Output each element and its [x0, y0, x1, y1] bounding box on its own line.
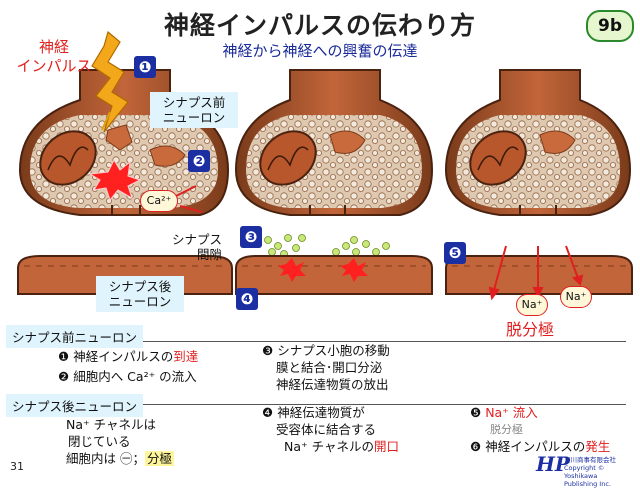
- calcium-burst-icon: [88, 158, 142, 202]
- step-3-text: ❸ シナプス小胞の移動 膜と結合･開口分泌 神経伝達物質の放出: [262, 342, 390, 393]
- step-4-text: ❹ 神経伝達物質が 受容体に結合する Na⁺ チャネルの開口: [262, 404, 399, 455]
- mitochondrion-icon: [469, 130, 527, 186]
- depolarization-label: 脱分極: [506, 320, 555, 339]
- calcium-arrow: [179, 205, 203, 213]
- logo-line2: Copyright © Yoshikawa: [564, 464, 605, 480]
- cleft-label-line1: シナプス: [171, 232, 222, 247]
- pre-step-1-number: ❶: [58, 349, 70, 364]
- page-number: 31: [10, 460, 24, 473]
- postsynaptic-label-line2: ニューロン: [108, 294, 172, 309]
- step-5-number: ❺: [470, 405, 482, 420]
- step-4-line2: 受容体に結合する: [276, 422, 377, 437]
- presynaptic-terminal-2: [234, 69, 434, 216]
- post-section-label: シナプス後ニューロン: [6, 394, 144, 417]
- calcium-arrow: [175, 185, 197, 197]
- publisher-logo: HP 吉川商事有限会社 Copyright © Yoshikawa Publis…: [536, 452, 636, 488]
- logo-text: 吉川商事有限会社 Copyright © Yoshikawa Publishin…: [564, 456, 636, 488]
- step-3-marker: ❸: [240, 226, 262, 248]
- step-4-line1: 神経伝達物質が: [277, 405, 365, 420]
- postsynaptic-membrane-2: [235, 255, 433, 295]
- receptor-burst-icon: [278, 258, 306, 282]
- mitochondrion-icon: [39, 130, 97, 186]
- slide-badge: 9b: [586, 10, 634, 42]
- cleft-label-line2: 間隙: [196, 247, 222, 262]
- impulse-lightning-icon: [91, 30, 129, 133]
- polarization-highlight: 分極: [144, 451, 174, 466]
- pre-section-label: シナプス前ニューロン: [6, 325, 144, 348]
- sodium-ion: Na⁺: [516, 294, 548, 316]
- receptor-burst-icon: [340, 258, 368, 282]
- step-3-line1: シナプス小胞の移動: [277, 343, 390, 358]
- step-2-marker: ❷: [188, 150, 210, 172]
- post-resting-line1: Na⁺ チャネルは: [66, 417, 156, 432]
- impulse-label-line2: インパルス: [16, 57, 92, 75]
- step-6-text: 神経インパルスの: [485, 439, 586, 454]
- pre-step-1-highlight: 到達: [173, 349, 199, 364]
- presynaptic-label: シナプス前 ニューロン: [150, 92, 238, 128]
- postsynaptic-label-line1: シナプス後: [108, 279, 172, 294]
- presynaptic-label-line2: ニューロン: [162, 110, 226, 125]
- page-subtitle: 神経から神経への興奮の伝達: [222, 42, 418, 60]
- step-3-line3: 神経伝達物質の放出: [276, 377, 389, 392]
- step-6-number: ❻: [470, 439, 482, 454]
- step-4-highlight: 開口: [373, 439, 399, 454]
- step-5-marker: ❺: [444, 242, 466, 264]
- logo-line3: Publishing Inc.: [564, 480, 611, 488]
- logo-line1: 吉川商事有限会社: [564, 456, 616, 464]
- logo-mark: HP: [536, 452, 570, 476]
- sodium-arrows: [488, 245, 584, 301]
- step-5-6-text: ❺ Na⁺ 流入 脱分極 ❻ 神経インパルスの発生: [470, 404, 610, 455]
- post-resting-text: Na⁺ チャネルは 閉じている 細胞内は ㊀；分極: [66, 416, 174, 467]
- step-4-number: ❹: [262, 405, 274, 420]
- step-1-marker: ❶: [134, 56, 156, 78]
- step-4-marker: ❹: [236, 288, 258, 310]
- pre-step-1-text: 神経インパルスの: [73, 349, 174, 364]
- step-5-text: Na⁺ 流入: [485, 405, 538, 420]
- sodium-ion: Na⁺: [560, 286, 592, 308]
- pre-step-2-text: 細胞内へ Ca²⁺ の流入: [73, 369, 197, 384]
- divider: [6, 341, 626, 342]
- calcium-ion: Ca²⁺: [140, 190, 178, 212]
- neurotransmitter-dots: [264, 234, 390, 258]
- cleft-label: シナプス 間隙: [150, 232, 222, 262]
- step-5-subtext: 脱分極: [490, 423, 523, 436]
- presynaptic-label-line1: シナプス前: [162, 95, 226, 110]
- impulse-label: 神経 インパルス: [14, 38, 94, 76]
- mitochondrion-icon: [259, 130, 317, 186]
- presynaptic-terminal-1: [18, 69, 230, 216]
- post-resting-line3: 細胞内は ㊀；: [66, 451, 145, 466]
- pre-step-2: ❷ 細胞内へ Ca²⁺ の流入: [58, 368, 197, 385]
- step-6-highlight: 発生: [585, 439, 611, 454]
- pre-step-1: ❶ 神経インパルスの到達: [58, 348, 198, 365]
- impulse-label-line1: 神経: [38, 38, 69, 56]
- post-resting-line2: 閉じている: [68, 434, 131, 449]
- step-4-line3: Na⁺ チャネルの: [284, 439, 374, 454]
- step-3-line2: 膜と結合･開口分泌: [276, 360, 383, 375]
- divider: [6, 404, 626, 405]
- postsynaptic-label: シナプス後 ニューロン: [96, 276, 184, 312]
- presynaptic-terminal-3: [444, 69, 632, 216]
- step-3-number: ❸: [262, 343, 274, 358]
- synapse-diagram: [17, 30, 633, 301]
- pre-step-2-number: ❷: [58, 369, 70, 384]
- page-title: 神経インパルスの伝わり方: [163, 11, 476, 40]
